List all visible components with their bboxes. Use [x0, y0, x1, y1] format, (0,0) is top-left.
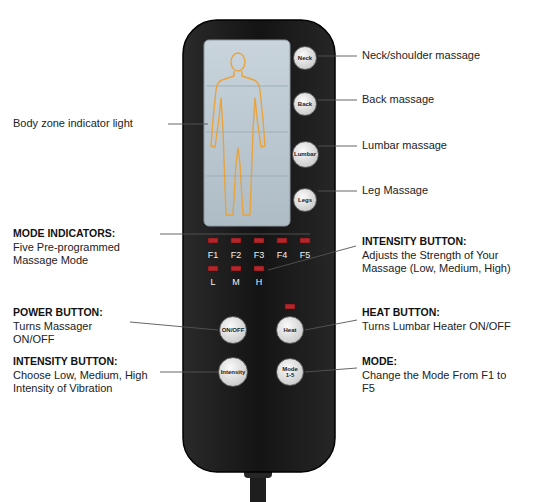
callout-text: Change the Mode From F1 to F5 [362, 369, 512, 395]
button-label: Intensity [221, 369, 246, 375]
callout-heading: INTENSITY BUTTON: [13, 355, 183, 368]
remote-button: Back [293, 92, 317, 116]
callout-text: Choose Low, Medium, High Intensity of Vi… [13, 369, 158, 395]
button-label: Mode 1-5 [280, 366, 300, 378]
callout-text: Neck/shoulder massage [362, 49, 532, 62]
remote-button: Mode 1-5 [276, 358, 304, 386]
button-label: Legs [298, 197, 312, 203]
remote-body [183, 20, 335, 472]
button-label: Back [298, 101, 312, 107]
intensity-label: M [232, 277, 240, 287]
callout-text: Turns Lumbar Heater ON/OFF [362, 320, 512, 333]
callout-text: Adjusts the Strength of Your Massage (Lo… [362, 249, 527, 275]
zone-divider [206, 86, 288, 87]
leader-line [130, 56, 357, 372]
mode-label: F3 [254, 250, 265, 260]
button-label: Neck [298, 55, 312, 61]
callout-text: Turns Massager ON/OFF [13, 320, 128, 346]
callout-text: Back massage [362, 93, 532, 106]
zone-divider [206, 132, 288, 133]
button-label: Lumbar [294, 151, 316, 157]
zone-divider [206, 176, 288, 177]
body-zone-figure [211, 53, 265, 215]
callout-text: Body zone indicator light [13, 117, 173, 130]
remote-button: Intensity [218, 357, 248, 387]
remote-button: Neck [293, 46, 317, 70]
callout-text: Lumbar massage [362, 139, 532, 152]
heat-led [285, 304, 295, 309]
button-label: Heat [283, 327, 296, 333]
remote-button: Lumbar [292, 141, 319, 168]
callout-heading: HEAT BUTTON: [362, 306, 532, 319]
display-screen [204, 40, 290, 226]
remote-button: Legs [293, 188, 317, 212]
mode-led [208, 238, 310, 243]
intensity-led [208, 266, 264, 271]
callout-heading: MODE: [362, 355, 532, 368]
button-label: ON/OFF [222, 327, 245, 333]
callout-text: Leg Massage [362, 184, 532, 197]
callout-heading: MODE INDICATORS: [13, 227, 173, 240]
mode-label: F5 [300, 250, 311, 260]
mode-label: F4 [277, 250, 288, 260]
remote-button: ON/OFF [219, 316, 247, 344]
callout-heading: INTENSITY BUTTON: [362, 235, 532, 248]
remote-button: Heat [276, 316, 304, 344]
intensity-label: L [210, 277, 215, 287]
intensity-label: H [256, 277, 263, 287]
mode-label: F1 [208, 250, 219, 260]
callout-heading: POWER BUTTON: [13, 306, 183, 319]
callout-text: Five Pre-programmed Massage Mode [13, 241, 138, 267]
mode-label: F2 [231, 250, 242, 260]
